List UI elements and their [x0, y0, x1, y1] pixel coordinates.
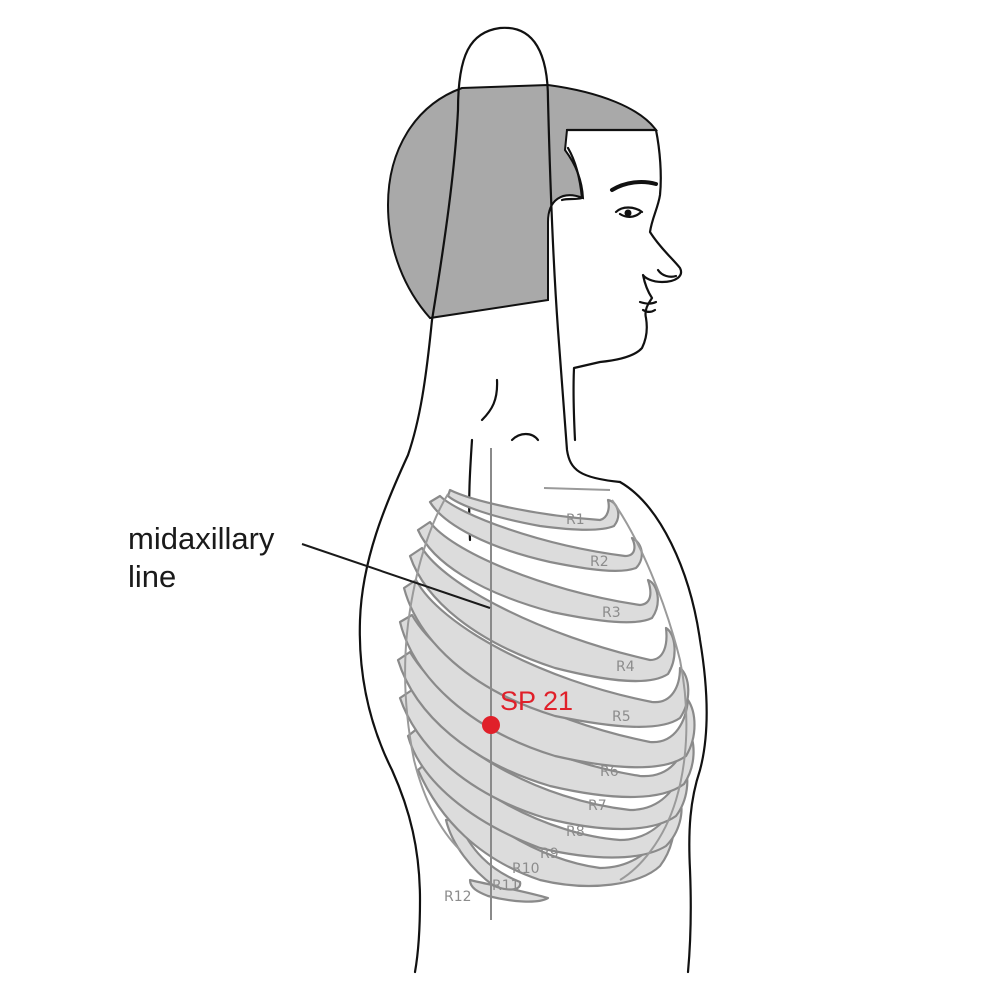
rib-label-3: R3	[602, 605, 621, 621]
annotation-line-1: midaxillary	[128, 521, 275, 556]
rib-5	[402, 578, 690, 728]
back-outline	[358, 318, 434, 974]
acupoint-marker	[482, 716, 500, 734]
rib-label-8: R8	[566, 824, 585, 840]
eye-pupil	[624, 209, 632, 217]
face-outline	[565, 128, 683, 442]
mouth	[638, 300, 658, 313]
ear	[560, 146, 584, 202]
rib-3	[416, 520, 659, 624]
vertebral-ends	[404, 493, 461, 851]
clavicle-line	[543, 487, 611, 491]
eyebrow	[610, 180, 658, 192]
rib-label-11: R11	[492, 878, 520, 894]
chest-outline	[618, 480, 708, 974]
nostril	[656, 268, 678, 278]
annotation-leader	[301, 543, 491, 609]
shoulder-crease	[480, 378, 499, 422]
eye	[614, 206, 644, 218]
rib-label-12: R12	[444, 889, 472, 905]
rib-label-9: R9	[540, 846, 559, 862]
rib-label-7: R7	[588, 798, 607, 814]
costal-cartilage	[611, 499, 688, 881]
rib-label-2: R2	[590, 554, 609, 570]
annotation-line-2: line	[128, 559, 176, 594]
rib-labels: R1 R2 R3 R4 R5 R6 R7 R8 R9 R10 R11 R12	[444, 512, 635, 905]
raised-arm	[430, 26, 622, 484]
rib-label-1: R1	[566, 512, 585, 528]
rib-label-6: R6	[600, 764, 619, 780]
rib-8	[398, 688, 689, 831]
rib-label-10: R10	[512, 861, 540, 877]
rib-label-5: R5	[612, 709, 631, 725]
hair	[386, 83, 658, 320]
rib-cage	[396, 488, 696, 903]
acupoint-label: SP 21	[500, 686, 573, 716]
rib-4	[408, 546, 676, 683]
armpit-fold	[510, 432, 540, 442]
rib-label-4: R4	[616, 659, 635, 675]
